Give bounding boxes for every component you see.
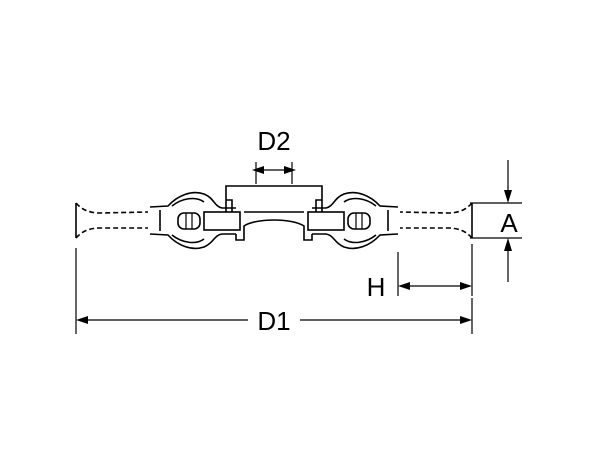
right-wire-knot xyxy=(307,191,399,250)
a-label: A xyxy=(500,208,518,238)
center-hub xyxy=(225,185,323,241)
d1-dimension: D1 xyxy=(75,248,473,336)
left-wire-knot xyxy=(149,191,241,250)
d2-label: D2 xyxy=(257,126,290,156)
h-dimension: H xyxy=(367,244,473,302)
right-shaft xyxy=(399,202,473,239)
a-dimension: A xyxy=(470,160,522,282)
d2-dimension: D2 xyxy=(252,126,296,184)
left-shaft xyxy=(75,202,149,239)
d1-label: D1 xyxy=(257,306,290,336)
h-label: H xyxy=(367,272,386,302)
